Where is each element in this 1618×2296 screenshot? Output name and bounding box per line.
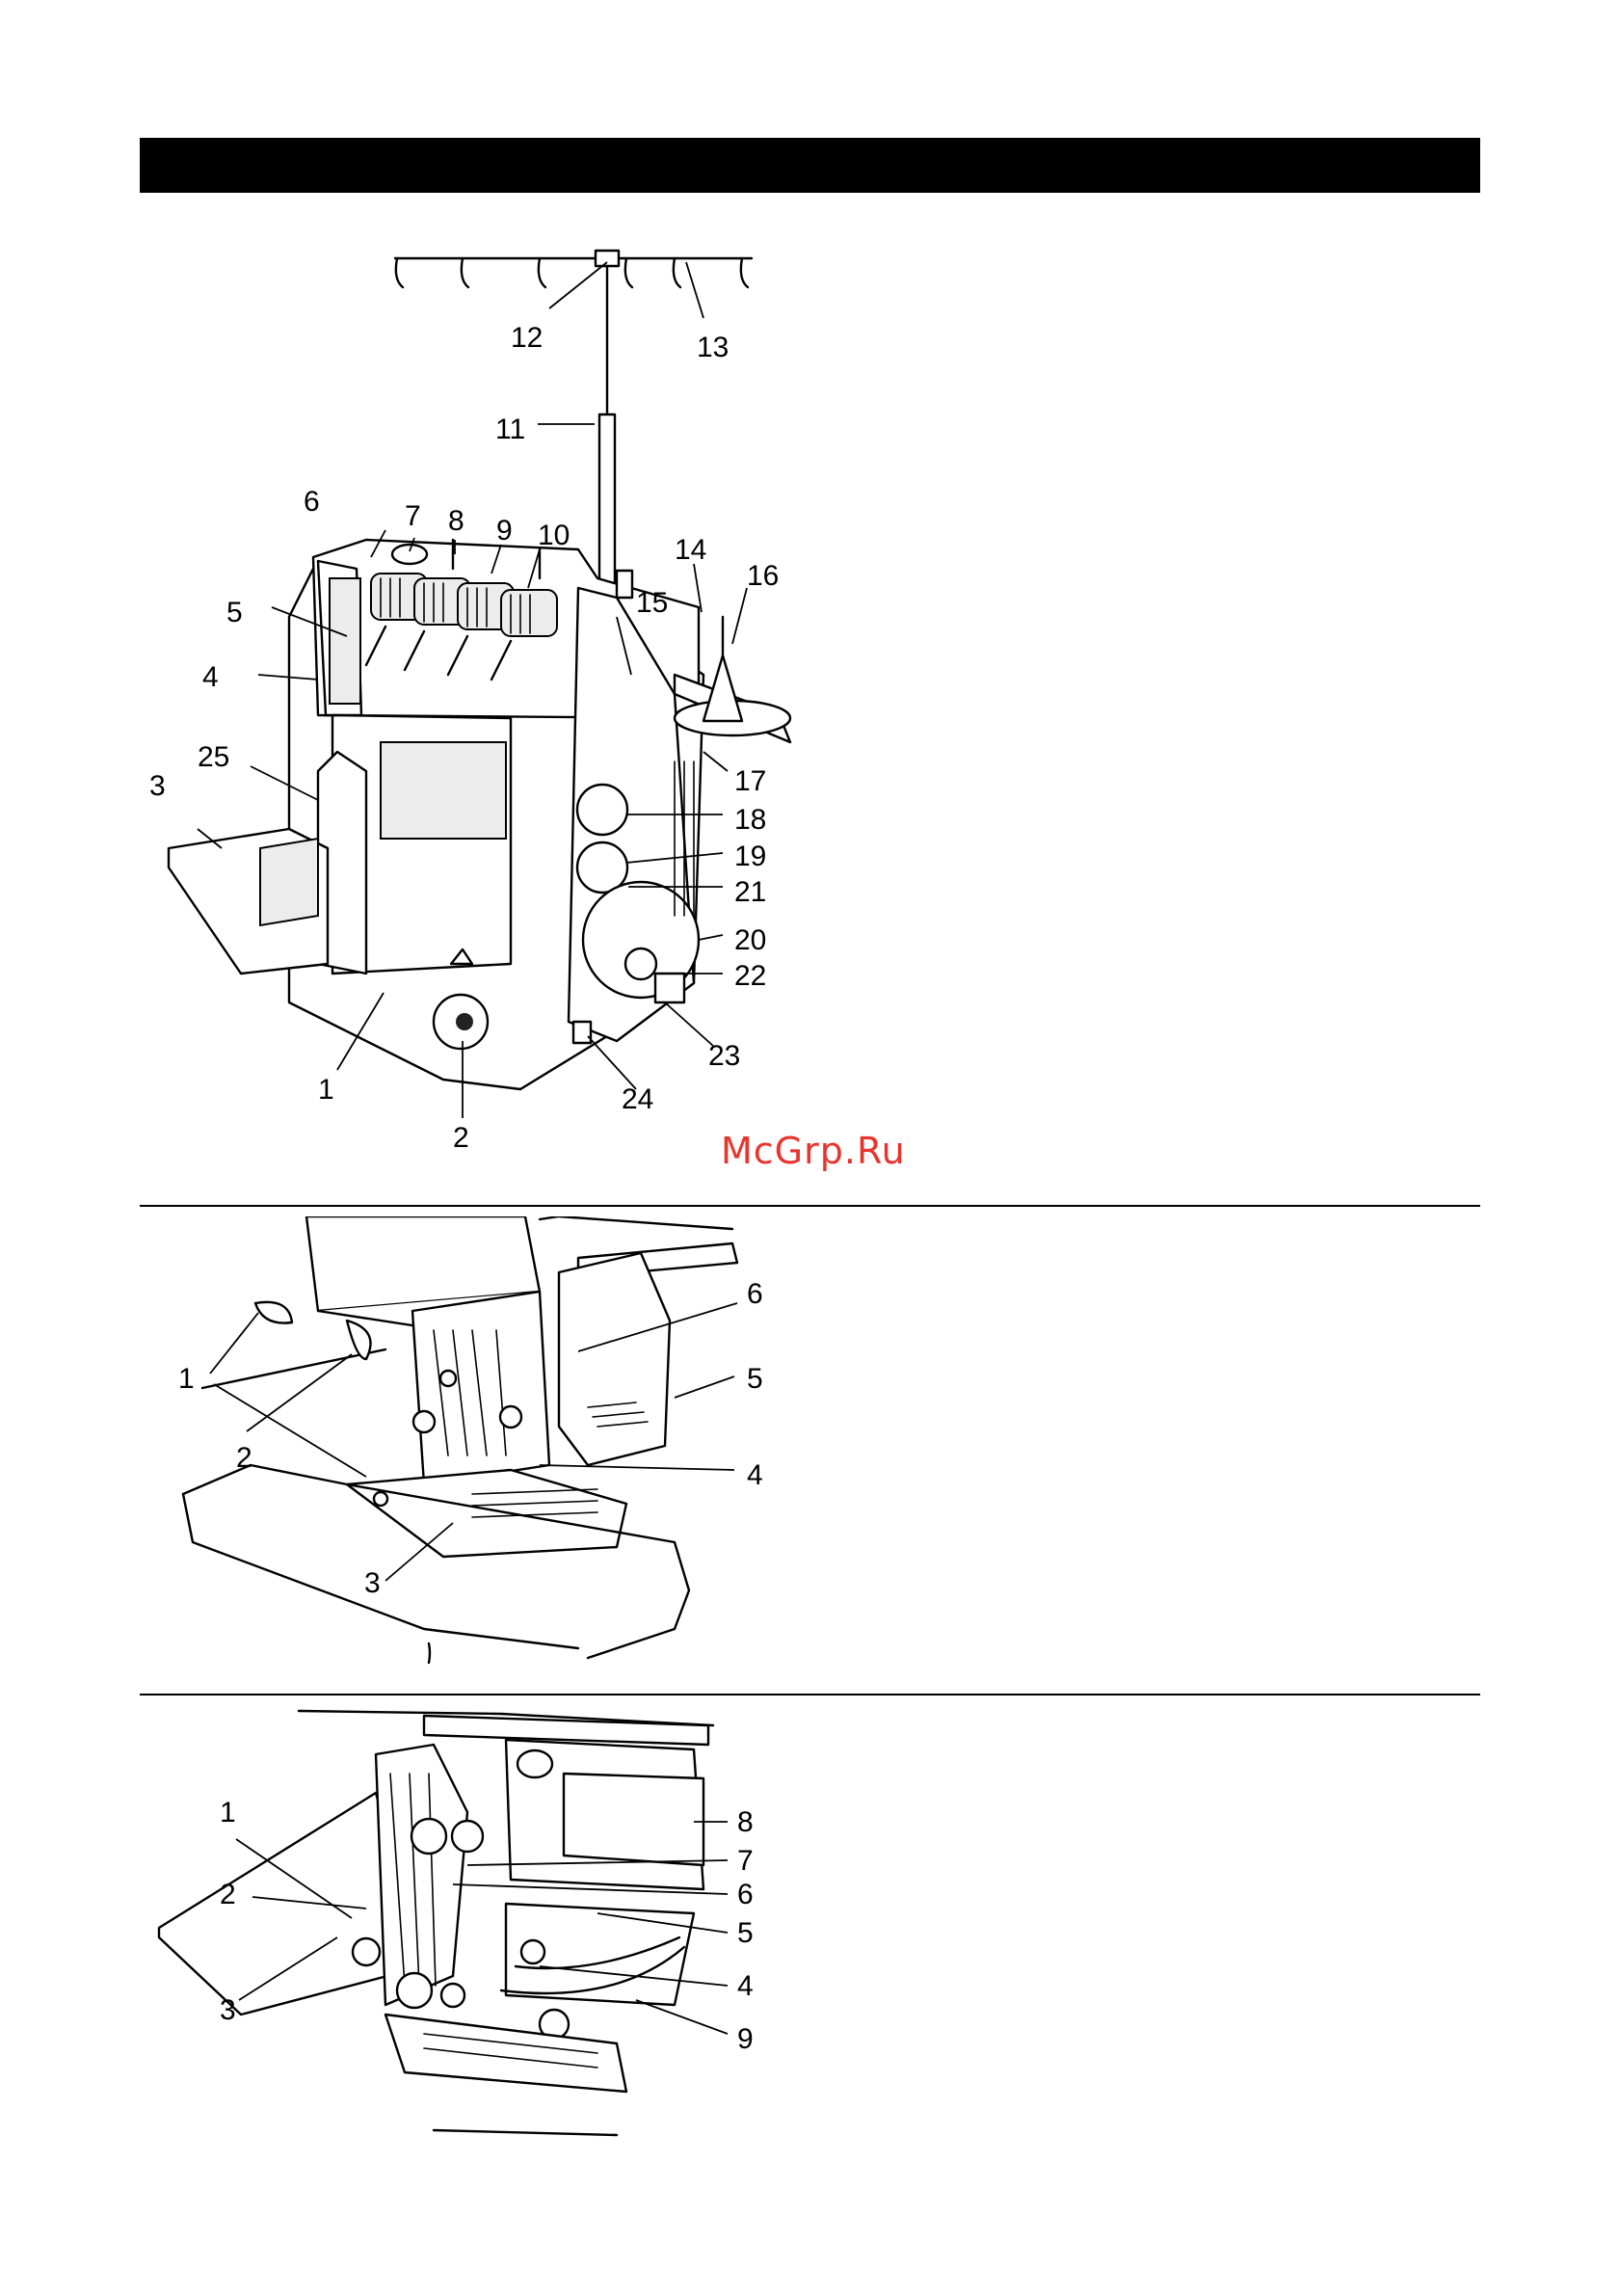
- callout-1: 1: [318, 1074, 334, 1106]
- callout-4: 4: [202, 661, 219, 693]
- callout-6: 6: [747, 1278, 763, 1310]
- callout-19: 19: [734, 841, 766, 872]
- callout-13: 13: [697, 332, 729, 363]
- callout-5: 5: [737, 1917, 754, 1949]
- callout-6: 6: [737, 1879, 754, 1910]
- callout-8: 8: [448, 505, 464, 537]
- callout-6: 6: [304, 486, 320, 518]
- callout-2: 2: [220, 1879, 236, 1910]
- callout-14: 14: [675, 534, 706, 566]
- presser-foot-figure: 6 5 4 1 2 3: [140, 1216, 814, 1669]
- callout-1: 1: [220, 1797, 236, 1829]
- callout-5: 5: [747, 1363, 763, 1395]
- callout-24: 24: [622, 1083, 653, 1115]
- looper-detail-figure: 1 2 3 8 7 6 5 4 9: [140, 1706, 814, 2145]
- divider-2: [140, 1694, 1480, 1695]
- callout-9: 9: [737, 2023, 754, 2055]
- callout-3: 3: [149, 770, 166, 802]
- callout-7: 7: [405, 500, 421, 532]
- callout-2: 2: [453, 1122, 469, 1154]
- callout-21: 21: [734, 876, 766, 908]
- callout-23: 23: [708, 1040, 740, 1072]
- callout-3: 3: [364, 1567, 381, 1599]
- section-header-bar: [140, 138, 1480, 193]
- divider-1: [140, 1205, 1480, 1207]
- callout-3: 3: [220, 1994, 236, 2026]
- callout-4: 4: [737, 1970, 754, 2002]
- callout-9: 9: [496, 515, 513, 547]
- callout-10: 10: [538, 520, 570, 551]
- callout-15: 15: [636, 587, 668, 619]
- callout-8: 8: [737, 1806, 754, 1838]
- callout-22: 22: [734, 960, 766, 992]
- callout-7: 7: [737, 1845, 754, 1877]
- callout-12: 12: [511, 322, 543, 354]
- callout-16: 16: [747, 560, 779, 592]
- callout-2: 2: [236, 1442, 252, 1474]
- callout-20: 20: [734, 924, 766, 956]
- machine-overview-figure: 12 13 11 6 7 8 9 10 14 16 15 5 4 25 3 17…: [140, 241, 814, 1166]
- callout-4: 4: [747, 1459, 763, 1491]
- callout-17: 17: [734, 765, 766, 797]
- callout-1: 1: [178, 1363, 195, 1395]
- callout-5: 5: [226, 597, 243, 628]
- callout-25: 25: [198, 741, 229, 773]
- callout-18: 18: [734, 804, 766, 836]
- callout-11: 11: [495, 414, 525, 445]
- watermark: McGrp.Ru: [721, 1130, 906, 1172]
